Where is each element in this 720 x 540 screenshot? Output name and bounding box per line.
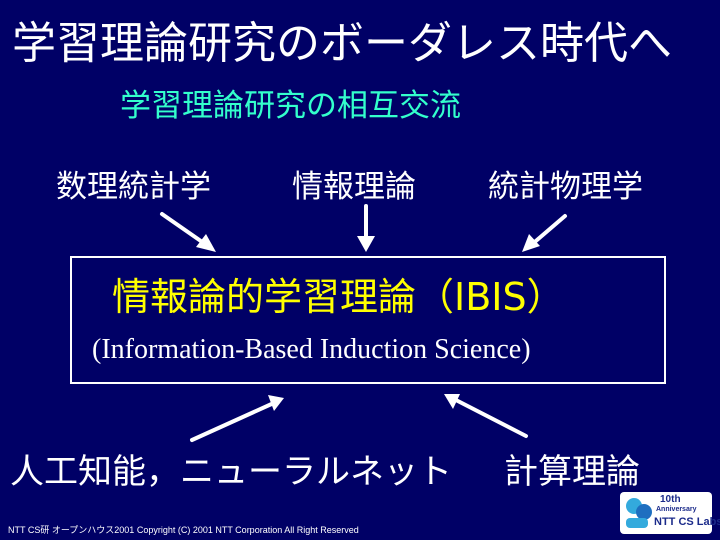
arrow-from-math-statistics-icon	[160, 212, 210, 248]
arrowhead-5-icon	[444, 394, 460, 409]
arrowhead-3-icon	[522, 234, 540, 252]
logo-figure-icon	[626, 498, 652, 528]
slide-subtitle: 学習理論研究の相互交流	[120, 88, 461, 124]
source-ai-neuralnet: 人工知能，ニューラルネット	[10, 452, 452, 492]
arrow-from-ai-neuralnet-icon	[190, 400, 278, 442]
source-statistical-physics: 統計物理学	[488, 169, 643, 205]
source-computation-theory: 計算理論	[504, 452, 640, 492]
arrowhead-1-icon	[196, 234, 216, 252]
logo-line2: Anniversary	[656, 506, 697, 513]
source-information-theory: 情報理論	[292, 169, 416, 205]
logo-line1: 10th	[660, 494, 681, 505]
logo-line3: NTT CS Labs.	[654, 516, 720, 528]
arrow-from-statistical-physics-icon	[528, 214, 567, 248]
ibis-subtitle: (Information-Based Induction Science)	[92, 334, 531, 365]
arrowhead-4-icon	[268, 395, 284, 411]
slide-title: 学習理論研究のボーダレス時代へ	[12, 18, 672, 69]
arrowhead-2-icon	[357, 236, 375, 252]
anniversary-logo	[620, 492, 712, 534]
ibis-box	[70, 256, 666, 384]
ibis-title: 情報論的学習理論（IBIS）	[112, 275, 565, 319]
arrow-from-computation-theory-icon	[450, 396, 528, 438]
copyright-footer: NTT CS研 オープンハウス2001 Copyright (C) 2001 N…	[8, 525, 359, 535]
source-math-statistics: 数理統計学	[56, 169, 211, 205]
